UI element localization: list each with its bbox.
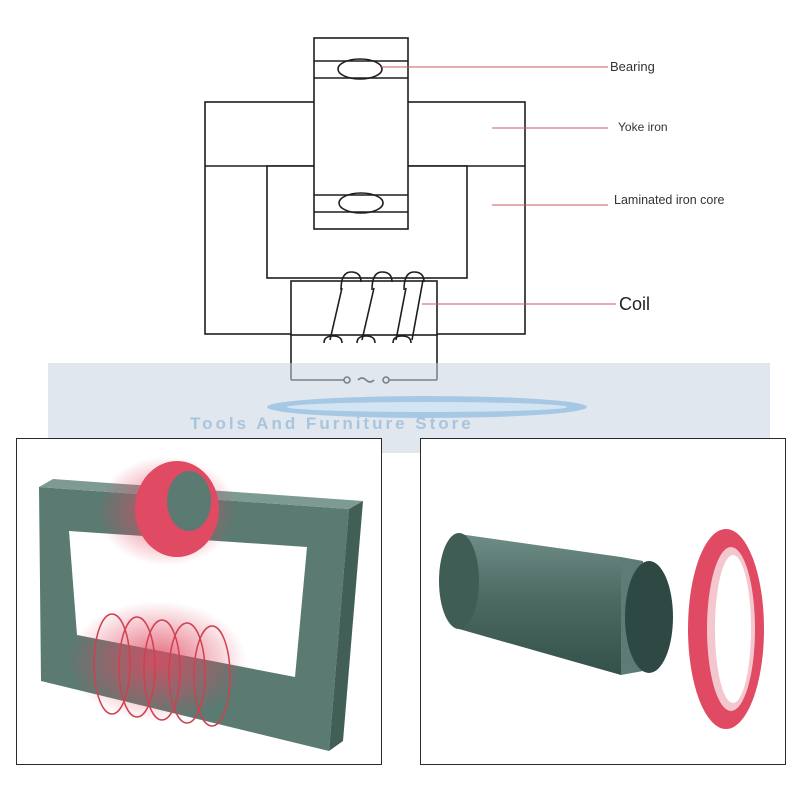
watermark-logo [267,396,587,418]
coil-glow [67,601,247,721]
rectangular-core-panel [16,438,382,765]
label-yoke-iron: Yoke iron [618,120,668,134]
rotor-body [459,534,621,675]
upper-bearing [337,58,383,80]
shaft [313,37,409,230]
label-coil: Coil [619,294,651,314]
coil-winding [323,271,425,344]
coil-box [290,280,438,336]
red-ring-hole [167,471,211,531]
iron-frame-side-face [329,501,363,751]
schematic-diagram [204,37,616,384]
rotor-ring-illustration [439,529,764,729]
coil-loops [93,613,231,727]
label-bearing: Bearing [610,59,655,74]
rotor-back-end [439,533,479,629]
rotor-front-face [625,561,673,673]
rotor-ring-panel [420,438,786,765]
red-bearing-ring-hole [715,555,751,703]
watermark-text: Tools And Furniture Store [190,414,474,433]
label-laminated-core: Laminated iron core [614,193,725,207]
lower-bearing [338,192,384,214]
rectangular-core-illustration [39,456,363,751]
